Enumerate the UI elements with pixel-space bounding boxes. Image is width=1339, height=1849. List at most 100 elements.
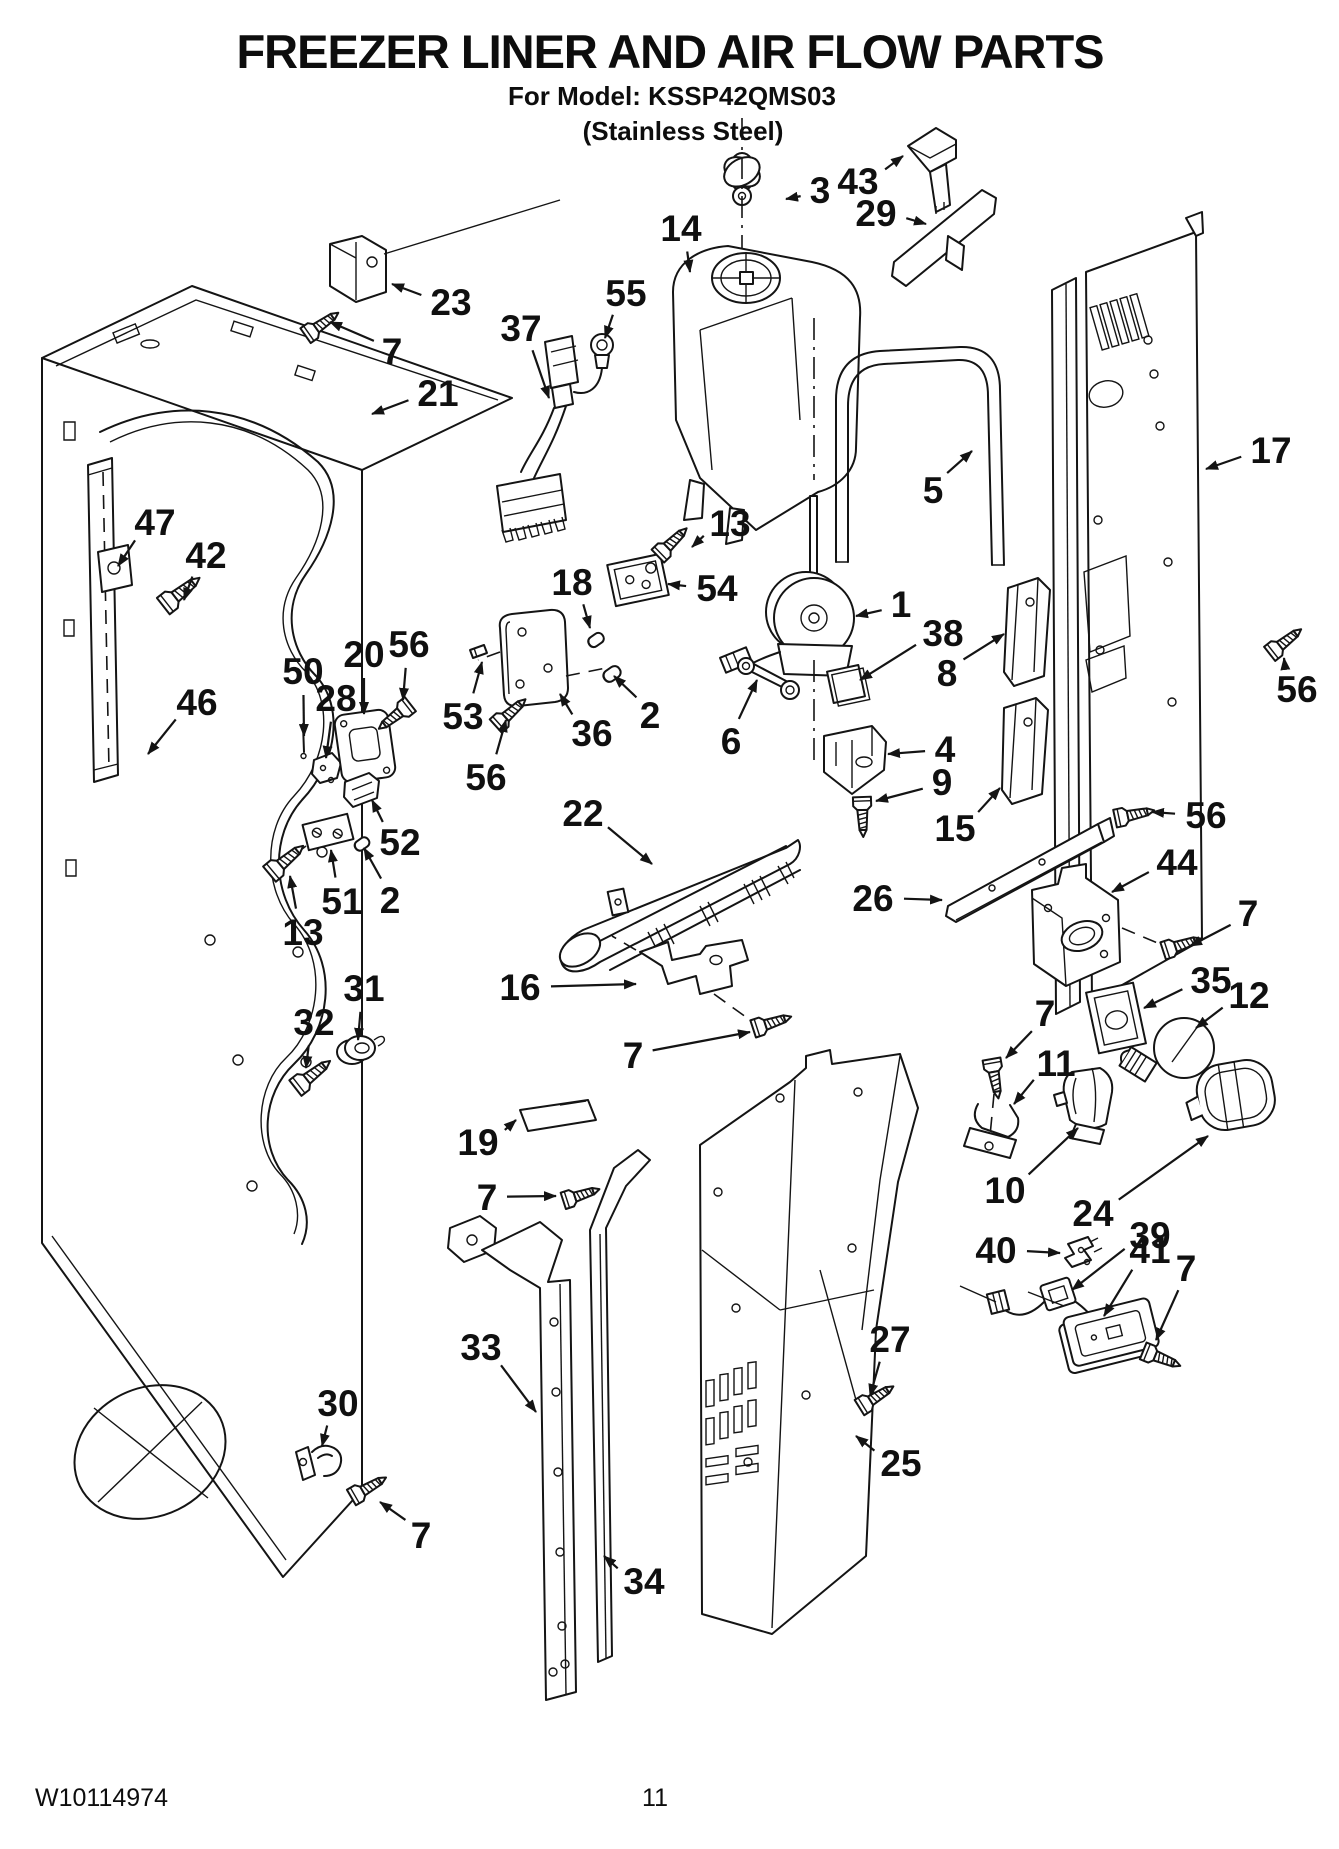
leader-arrow xyxy=(875,789,923,803)
callout-number: 15 xyxy=(934,808,975,849)
callout-number: 46 xyxy=(176,682,217,723)
callout-2: 2 xyxy=(364,847,400,921)
leader-arrow xyxy=(1151,807,1175,818)
part-19-label xyxy=(520,1100,596,1131)
leader-arrow xyxy=(501,1365,536,1413)
leader-arrow xyxy=(1111,872,1149,892)
callout-22: 22 xyxy=(562,793,653,864)
leader-arrow xyxy=(581,604,592,629)
callout-number: 29 xyxy=(855,193,896,234)
leader-arrow xyxy=(614,676,636,697)
callout-18: 18 xyxy=(551,562,593,629)
part-7-screw-e xyxy=(981,1056,1009,1102)
callout-11: 11 xyxy=(1014,1043,1076,1105)
part-35-pad xyxy=(1086,983,1146,1054)
callout-number: 51 xyxy=(321,881,362,922)
part-7-screw-g xyxy=(749,1007,795,1039)
callout-37: 37 xyxy=(500,308,549,399)
callout-number: 7 xyxy=(382,331,403,372)
part-7-screw-f xyxy=(1138,1341,1185,1376)
part-24-lamp-cover xyxy=(1181,1056,1279,1136)
callout-number: 16 xyxy=(499,967,540,1008)
callout-number: 31 xyxy=(343,968,384,1009)
callout-7: 7 xyxy=(379,1502,431,1556)
callout-number: 56 xyxy=(1276,669,1317,710)
part-23-clip xyxy=(330,200,560,302)
part-56-screw-d xyxy=(1263,621,1308,662)
model-line: For Model: KSSP42QMS03 xyxy=(508,81,836,111)
callout-24: 24 xyxy=(1072,1136,1209,1234)
callout-number: 55 xyxy=(605,273,646,314)
callout-29: 29 xyxy=(855,193,927,234)
leader-arrow xyxy=(1189,925,1231,946)
callout-28: 28 xyxy=(315,678,357,759)
part-13-screw-a xyxy=(650,520,694,564)
callout-number: 2 xyxy=(640,695,661,736)
callout-number: 7 xyxy=(477,1177,498,1218)
callout-number: 8 xyxy=(937,653,958,694)
part-27-screw xyxy=(820,1270,900,1417)
part-38-pad xyxy=(827,664,870,707)
page-title: FREEZER LINER AND AIR FLOW PARTS xyxy=(236,25,1103,78)
callout-53: 53 xyxy=(442,661,484,737)
callout-32: 32 xyxy=(293,1002,335,1069)
callout-number: 39 xyxy=(1129,1215,1170,1256)
part-55-connector xyxy=(574,334,613,393)
callout-7: 7 xyxy=(623,1029,751,1076)
callout-1: 1 xyxy=(855,584,911,625)
part-51-plate xyxy=(288,814,353,860)
leader-arrow xyxy=(560,693,572,714)
part-31-grommet xyxy=(337,1036,384,1064)
callout-56: 56 xyxy=(388,624,430,701)
leader-arrow xyxy=(371,400,408,414)
part-29-trim-strip xyxy=(892,190,996,286)
part-7-screw-i xyxy=(345,1468,392,1507)
part-53-screw xyxy=(470,645,487,658)
callout-17: 17 xyxy=(1205,430,1292,471)
part-39-thermal-switch xyxy=(960,1277,1096,1338)
callout-number: 47 xyxy=(134,502,175,543)
part-11-clamp xyxy=(964,1094,1018,1158)
callout-number: 9 xyxy=(932,762,953,803)
callout-number: 7 xyxy=(1035,993,1056,1034)
callout-number: 7 xyxy=(1176,1248,1197,1289)
part-5-air-duct-gasket xyxy=(836,347,1004,565)
callout-51: 51 xyxy=(321,849,363,922)
callout-number: 11 xyxy=(1036,1043,1075,1084)
part-26-air-grille xyxy=(946,818,1114,922)
callout-13: 13 xyxy=(282,875,324,953)
leader-arrow xyxy=(372,799,383,822)
callout-44: 44 xyxy=(1111,842,1198,892)
callout-39: 39 xyxy=(1071,1215,1171,1290)
callout-number: 40 xyxy=(975,1230,1016,1271)
part-2-spacer-b xyxy=(351,834,373,854)
leader-arrow xyxy=(1027,1247,1061,1258)
callout-number: 50 xyxy=(282,651,323,692)
callout-number: 21 xyxy=(417,373,458,414)
leader-arrow xyxy=(1205,457,1241,469)
leader-arrow xyxy=(785,191,801,202)
leader-arrow xyxy=(379,1502,405,1520)
leader-arrow xyxy=(885,156,904,169)
callout-number: 52 xyxy=(379,822,420,863)
callout-number: 17 xyxy=(1250,430,1291,471)
leader-arrow xyxy=(1119,1136,1209,1200)
leader-arrow xyxy=(1014,1080,1034,1105)
leader-arrow xyxy=(605,315,613,339)
leader-arrow xyxy=(855,608,882,619)
part-43-clip xyxy=(908,128,956,214)
callout-number: 10 xyxy=(984,1170,1025,1211)
callout-number: 38 xyxy=(922,613,963,654)
leader-arrow xyxy=(118,540,135,567)
callout-number: 56 xyxy=(1185,795,1226,836)
callout-56: 56 xyxy=(465,719,508,798)
part-30-hook xyxy=(296,1446,341,1480)
callout-12: 12 xyxy=(1195,975,1270,1028)
leader-arrow xyxy=(739,679,757,719)
leader-arrow xyxy=(496,719,508,754)
part-25-air-duct-cover xyxy=(700,1050,918,1634)
document-number: W10114974 xyxy=(35,1784,168,1812)
callout-number: 3 xyxy=(810,170,831,211)
